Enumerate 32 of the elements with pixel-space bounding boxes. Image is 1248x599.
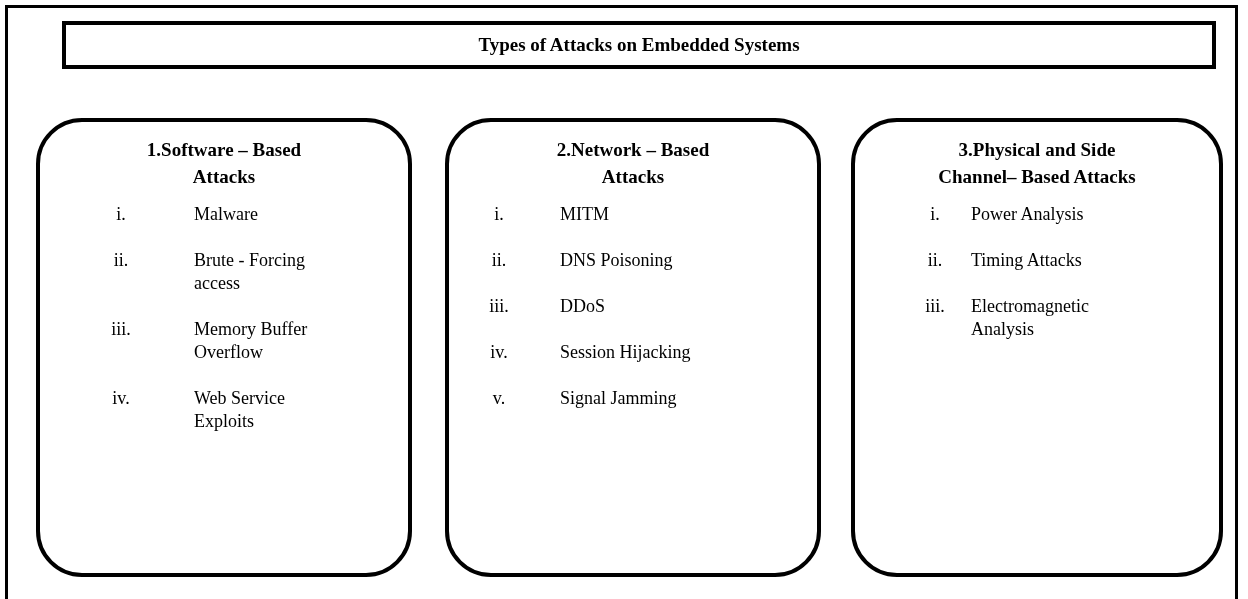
attack-item: MITM — [560, 203, 610, 226]
attack-item: Brute - Forcing access — [194, 249, 306, 295]
list-numeral: i. — [115, 203, 127, 226]
attack-item: Web Service Exploits — [194, 387, 286, 433]
category-heading: 2.Network – Based Attacks — [555, 138, 711, 189]
attack-item: Power Analysis — [971, 203, 1085, 226]
list-numeral: v. — [491, 387, 507, 410]
list-numeral: iv. — [489, 341, 509, 364]
attack-item: Electromagnetic Analysis — [971, 295, 1090, 341]
list-numeral: i. — [493, 203, 505, 226]
attack-item: Malware — [194, 203, 259, 226]
list-numeral: iii. — [924, 295, 946, 318]
category-heading: 1.Software – Based Attacks — [145, 138, 303, 189]
attack-item: Memory Buffer Overflow — [194, 318, 309, 364]
list-numeral: iii. — [110, 318, 132, 341]
attack-item: Session Hijacking — [560, 341, 692, 364]
category-heading: 3.Physical and Side Channel– Based Attacks — [937, 138, 1137, 189]
list-numeral: iii. — [488, 295, 510, 318]
attack-item: Timing Attacks — [971, 249, 1083, 272]
attack-item: Signal Jamming — [560, 387, 678, 410]
attack-item: DDoS — [560, 295, 606, 318]
list-numeral: ii. — [112, 249, 130, 272]
category-box — [445, 118, 821, 577]
category-box — [851, 118, 1223, 577]
title-box — [62, 21, 1216, 69]
list-numeral: i. — [929, 203, 941, 226]
list-numeral: iv. — [111, 387, 131, 410]
title-text: Types of Attacks on Embedded Systems — [478, 34, 800, 56]
list-numeral: ii. — [490, 249, 508, 272]
list-numeral: ii. — [926, 249, 944, 272]
attack-item: DNS Poisoning — [560, 249, 674, 272]
category-box — [36, 118, 412, 577]
